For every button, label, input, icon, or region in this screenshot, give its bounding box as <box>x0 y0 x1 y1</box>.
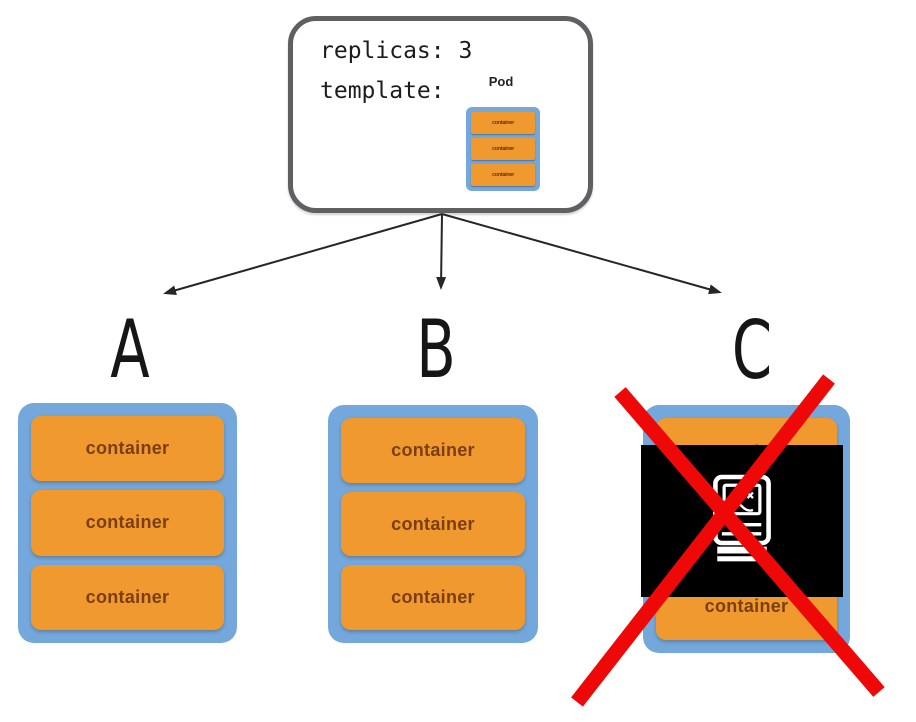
pod-a: container container container <box>18 403 237 643</box>
mini-container-box: container <box>471 112 535 134</box>
mini-container-label: container <box>491 120 515 126</box>
container-label: container <box>85 586 170 607</box>
mini-container-label: container <box>491 172 515 178</box>
container-label: container <box>704 595 789 616</box>
replicas-line: replicas: 3 <box>320 38 473 64</box>
container-label: container <box>85 438 170 459</box>
pod-b: container container container <box>328 405 538 643</box>
container-label: container <box>85 512 170 533</box>
pod-c-letter: C <box>731 304 773 397</box>
mini-container-label: container <box>491 146 515 152</box>
template-line: template: <box>320 78 445 104</box>
container-label: container <box>391 513 475 534</box>
pod-a-letter: A <box>110 303 150 396</box>
pod-template-label: Pod <box>488 74 514 89</box>
container-box: container <box>31 564 224 630</box>
pod-template-thumbnail: container container container <box>466 107 540 191</box>
container-box: container <box>31 416 224 482</box>
pod-b-letter: B <box>416 303 456 396</box>
sad-mac-icon <box>713 474 771 562</box>
container-box: container <box>341 491 525 557</box>
container-label: container <box>391 439 475 460</box>
arrow-to-pod-a <box>163 213 443 296</box>
replicaset-spec-box: replicas: 3 template: Pod container cont… <box>288 16 593 213</box>
arrow-to-pod-b <box>436 213 447 290</box>
arrow-to-pod-c <box>441 213 722 295</box>
container-box: container <box>341 418 525 483</box>
mini-container-box: container <box>471 164 535 186</box>
pod-c: container container container <box>641 405 850 653</box>
crash-screen-overlay <box>641 445 843 597</box>
fanout-arrows <box>163 213 722 296</box>
container-box: container <box>31 490 224 556</box>
mini-container-box: container <box>471 138 535 160</box>
container-box: container <box>341 565 525 631</box>
container-label: container <box>391 587 475 608</box>
